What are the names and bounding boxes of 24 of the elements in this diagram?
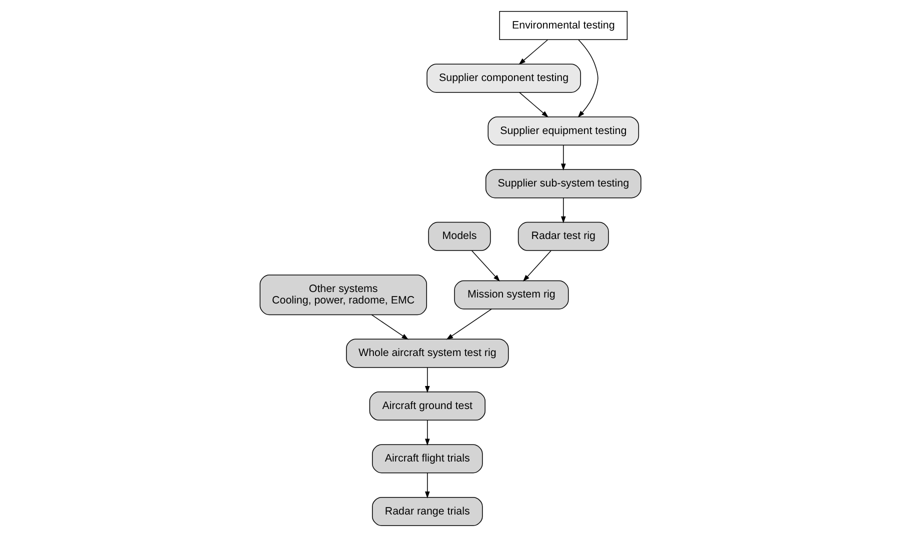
node-box: Other systems Cooling, power, radome, EMC: [260, 274, 427, 316]
arrow: [371, 314, 409, 340]
arrow: [560, 198, 566, 224]
arrow: [424, 472, 430, 498]
node-box: Radar range trials: [372, 496, 483, 526]
node-box: Environmental testing: [499, 11, 628, 40]
node-box: Supplier equipment testing: [488, 116, 640, 146]
arrow: [560, 144, 566, 171]
arrow: [578, 39, 598, 118]
arrow: [519, 92, 548, 118]
arrow: [424, 420, 430, 446]
node-box: Whole aircraft system test rig: [346, 338, 509, 368]
arrow: [471, 250, 500, 282]
node-box: Radar test rig: [518, 222, 609, 251]
arrow: [424, 367, 430, 393]
node-box: Supplier sub-system testing: [485, 169, 642, 198]
node-box: Models: [428, 222, 491, 251]
arrow: [518, 39, 548, 65]
node-box: Aircraft flight trials: [372, 444, 483, 474]
node-box: Mission system rig: [454, 280, 569, 310]
node-box: Supplier component testing: [426, 64, 581, 93]
node-box: Aircraft ground test: [369, 392, 486, 421]
arrow: [522, 250, 552, 282]
arrow: [446, 308, 492, 340]
